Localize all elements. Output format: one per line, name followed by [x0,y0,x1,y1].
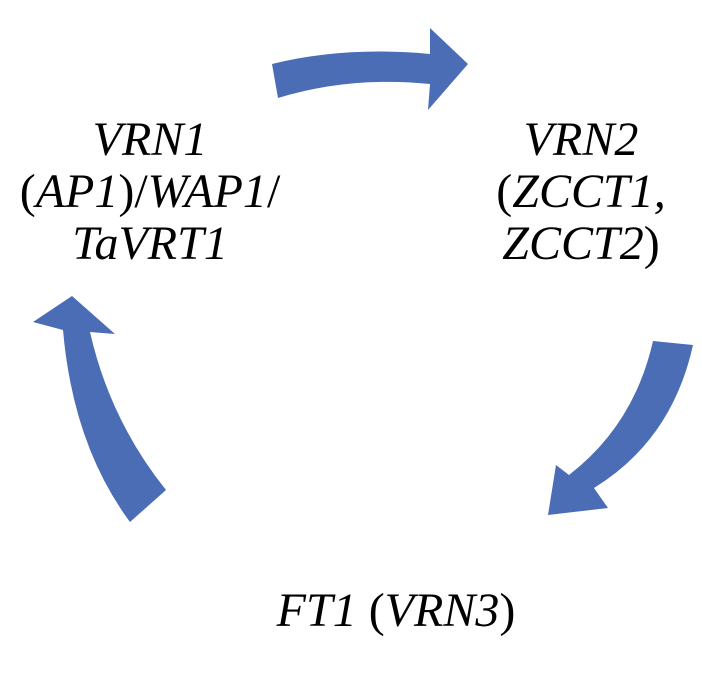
paren-open: ( [496,165,513,218]
node-vrn2: VRN2 (ZCCT1, ZCCT2) [468,114,694,270]
gene-zcct2-label: ZCCT2 [502,217,644,270]
node-vrn1: VRN1 (AP1)/WAP1/ TaVRT1 [0,114,300,270]
paren-open: ( [19,165,36,218]
arrow-vrn1-to-vrn2 [272,28,468,110]
node-vrn2-line1: VRN2 [468,114,694,166]
gene-wap1-label: WAP1 [147,165,267,218]
node-vrn1-line3: TaVRT1 [0,218,300,270]
node-ft1-line1: FT1 (VRN3) [200,533,520,689]
arrow-vrn2-to-ft1 [548,341,693,515]
label-space [357,584,369,637]
gene-ft1-label: FT1 [276,584,357,637]
separator-slash: / [134,165,148,218]
cycle-arrows [33,28,693,522]
separator-slash: / [266,165,281,218]
paren-close: ) [499,584,516,637]
paren-open: ( [368,584,385,637]
gene-tavrt1-label: TaVRT1 [72,217,228,270]
gene-ap1-label: AP1 [35,165,119,218]
cycle-diagram: VRN1 (AP1)/WAP1/ TaVRT1 VRN2 (ZCCT1, ZCC… [0,28,694,637]
node-ft1: FT1 (VRN3) [200,533,520,689]
node-vrn1-line2: (AP1)/WAP1/ [0,166,300,218]
paren-close: ) [118,165,135,218]
node-vrn2-line3: ZCCT2) [468,218,694,270]
node-vrn2-line2: (ZCCT1, [468,166,694,218]
node-vrn1-line1: VRN1 [0,114,300,166]
gene-zcct1-label: ZCCT1, [512,165,666,218]
gene-vrn3-label: VRN3 [384,584,500,637]
gene-vrn1-label: VRN1 [92,113,208,166]
arrow-ft1-to-vrn1 [33,296,166,522]
paren-close: ) [643,217,660,270]
gene-vrn2-label: VRN2 [523,113,639,166]
